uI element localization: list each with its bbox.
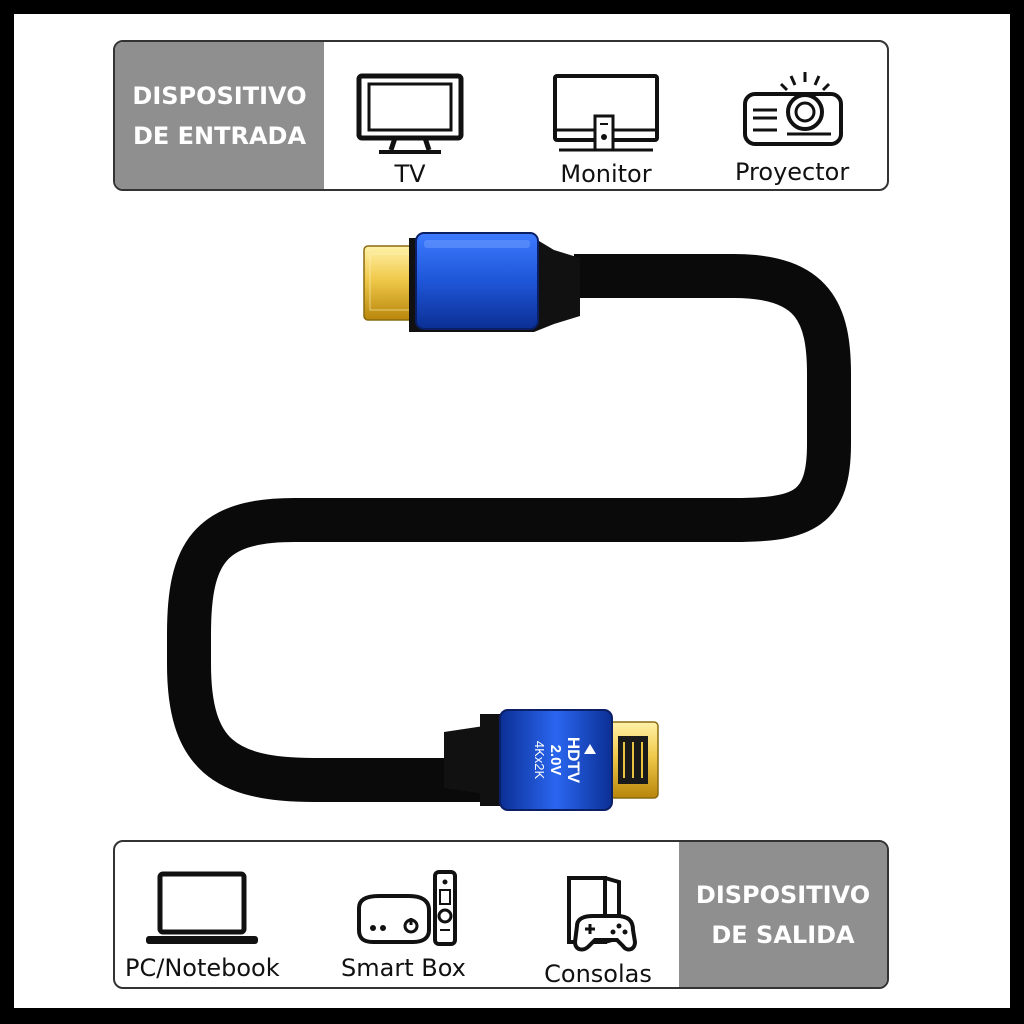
device-laptop: PC/Notebook: [125, 868, 280, 982]
device-label-console: Consolas: [544, 960, 652, 988]
cable-body: [167, 254, 851, 802]
device-label-monitor: Monitor: [560, 160, 652, 188]
output-device-label: DISPOSITIVO DE SALIDA: [679, 842, 887, 987]
arrow-up-icon: [584, 744, 596, 754]
console-icon: [567, 876, 638, 952]
device-label-tv: TV: [394, 160, 426, 188]
bottom-hdmi-connector: HDTV 2.0V 4Kx2K: [444, 709, 659, 811]
connector-text-hdtv: HDTV: [564, 737, 583, 784]
input-label-line1: DISPOSITIVO: [132, 81, 307, 110]
device-monitor: Monitor: [551, 72, 661, 188]
device-label-projector: Proyector: [735, 158, 850, 186]
hdmi-cable-illustration: HDTV 2.0V 4Kx2K: [167, 232, 851, 811]
top-hdmi-connector: [363, 232, 580, 332]
device-projector: Proyector: [735, 68, 849, 186]
connector-text-resolution: 4Kx2K: [532, 741, 547, 780]
input-device-label: DISPOSITIVO DE ENTRADA: [115, 42, 324, 189]
device-label-laptop: PC/Notebook: [125, 954, 280, 982]
output-label-line1: DISPOSITIVO: [695, 880, 871, 909]
laptop-icon: [146, 871, 259, 944]
product-canvas: DISPOSITIVO DE ENTRADA TV Monitor: [14, 14, 1010, 1008]
output-label-line2: DE SALIDA: [711, 920, 855, 949]
projector-icon: [743, 72, 844, 146]
output-devices-panel: PC/Notebook Smart Box: [113, 840, 889, 989]
device-label-smart-box: Smart Box: [341, 954, 466, 982]
input-label-line2: DE ENTRADA: [132, 121, 307, 150]
smart-box-icon: [357, 870, 458, 946]
monitor-icon: [553, 74, 659, 152]
device-console: Consolas: [543, 872, 653, 988]
connector-text-version: 2.0V: [547, 745, 564, 776]
device-tv: TV: [355, 72, 465, 188]
device-smart-box: Smart Box: [341, 868, 466, 982]
input-devices-panel: DISPOSITIVO DE ENTRADA TV Monitor: [113, 40, 889, 191]
tv-icon: [356, 73, 464, 154]
